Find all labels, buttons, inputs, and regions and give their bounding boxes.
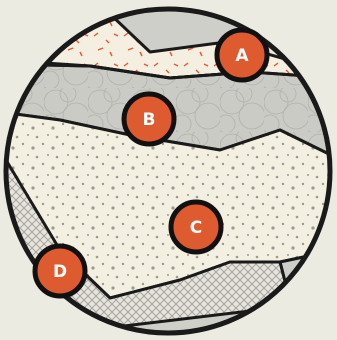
marker-a-label: A: [235, 46, 249, 66]
marker-b[interactable]: B: [124, 94, 174, 144]
marker-d[interactable]: D: [35, 246, 85, 296]
marker-d-label: D: [53, 262, 67, 282]
right-gray-wedge: [280, 250, 337, 340]
marker-b-label: B: [143, 110, 156, 130]
marker-c-label: C: [190, 218, 202, 238]
marker-c[interactable]: C: [171, 202, 221, 252]
marker-a[interactable]: A: [217, 30, 267, 80]
